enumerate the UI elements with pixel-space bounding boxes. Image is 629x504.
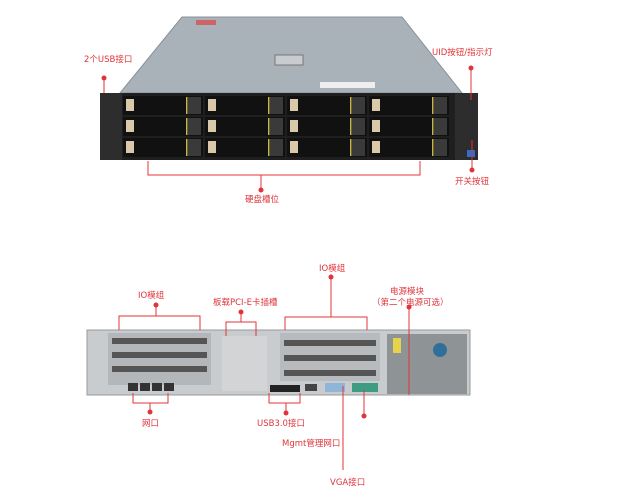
expansion-slot bbox=[284, 370, 376, 376]
io-module-left-label: IO模组 bbox=[138, 291, 165, 301]
network-ports-label: 网口 bbox=[142, 419, 160, 429]
drive-bays-label: 硬盘槽位 bbox=[245, 195, 280, 205]
drive-bay bbox=[205, 117, 285, 136]
expansion-slot bbox=[284, 340, 376, 346]
expansion-slot bbox=[112, 366, 207, 372]
onboard-pcie-label: 板载PCI-E卡插槽 bbox=[213, 298, 278, 308]
rj45-port bbox=[164, 383, 174, 391]
usb-ports-label: 2个USB接口 bbox=[84, 55, 133, 65]
rear-server bbox=[86, 329, 471, 396]
vga-port-label: VGA接口 bbox=[330, 478, 366, 488]
drive-bay bbox=[287, 138, 367, 157]
drive-bay bbox=[123, 117, 203, 136]
uid-button-label: UID按钮/指示灯 bbox=[432, 48, 493, 58]
drive-bay bbox=[287, 117, 367, 136]
rj45-port bbox=[128, 383, 138, 391]
mgmt-port-label: Mgmt管理网口 bbox=[282, 439, 341, 449]
drive-bay bbox=[369, 96, 449, 115]
drive-bay bbox=[205, 96, 285, 115]
power-button-label: 开关按钮 bbox=[455, 177, 490, 187]
drive-bay bbox=[123, 138, 203, 157]
psu-note: （第二个电源可选） bbox=[372, 298, 449, 308]
drive-bays bbox=[123, 96, 449, 157]
drive-bay bbox=[123, 96, 203, 115]
rj45-port bbox=[152, 383, 162, 391]
drive-bay bbox=[369, 138, 449, 157]
drive-bay bbox=[287, 96, 367, 115]
rj45-port bbox=[140, 383, 150, 391]
drive-bay bbox=[205, 138, 285, 157]
expansion-slot bbox=[112, 352, 207, 358]
drive-bay bbox=[369, 117, 449, 136]
expansion-slot bbox=[284, 355, 376, 361]
expansion-slot bbox=[112, 338, 207, 344]
usb3-label: USB3.0接口 bbox=[257, 419, 305, 429]
front-server bbox=[100, 16, 478, 160]
io-module-right-label: IO模组 bbox=[319, 264, 346, 274]
psu-label: 电源模块 bbox=[390, 287, 425, 297]
